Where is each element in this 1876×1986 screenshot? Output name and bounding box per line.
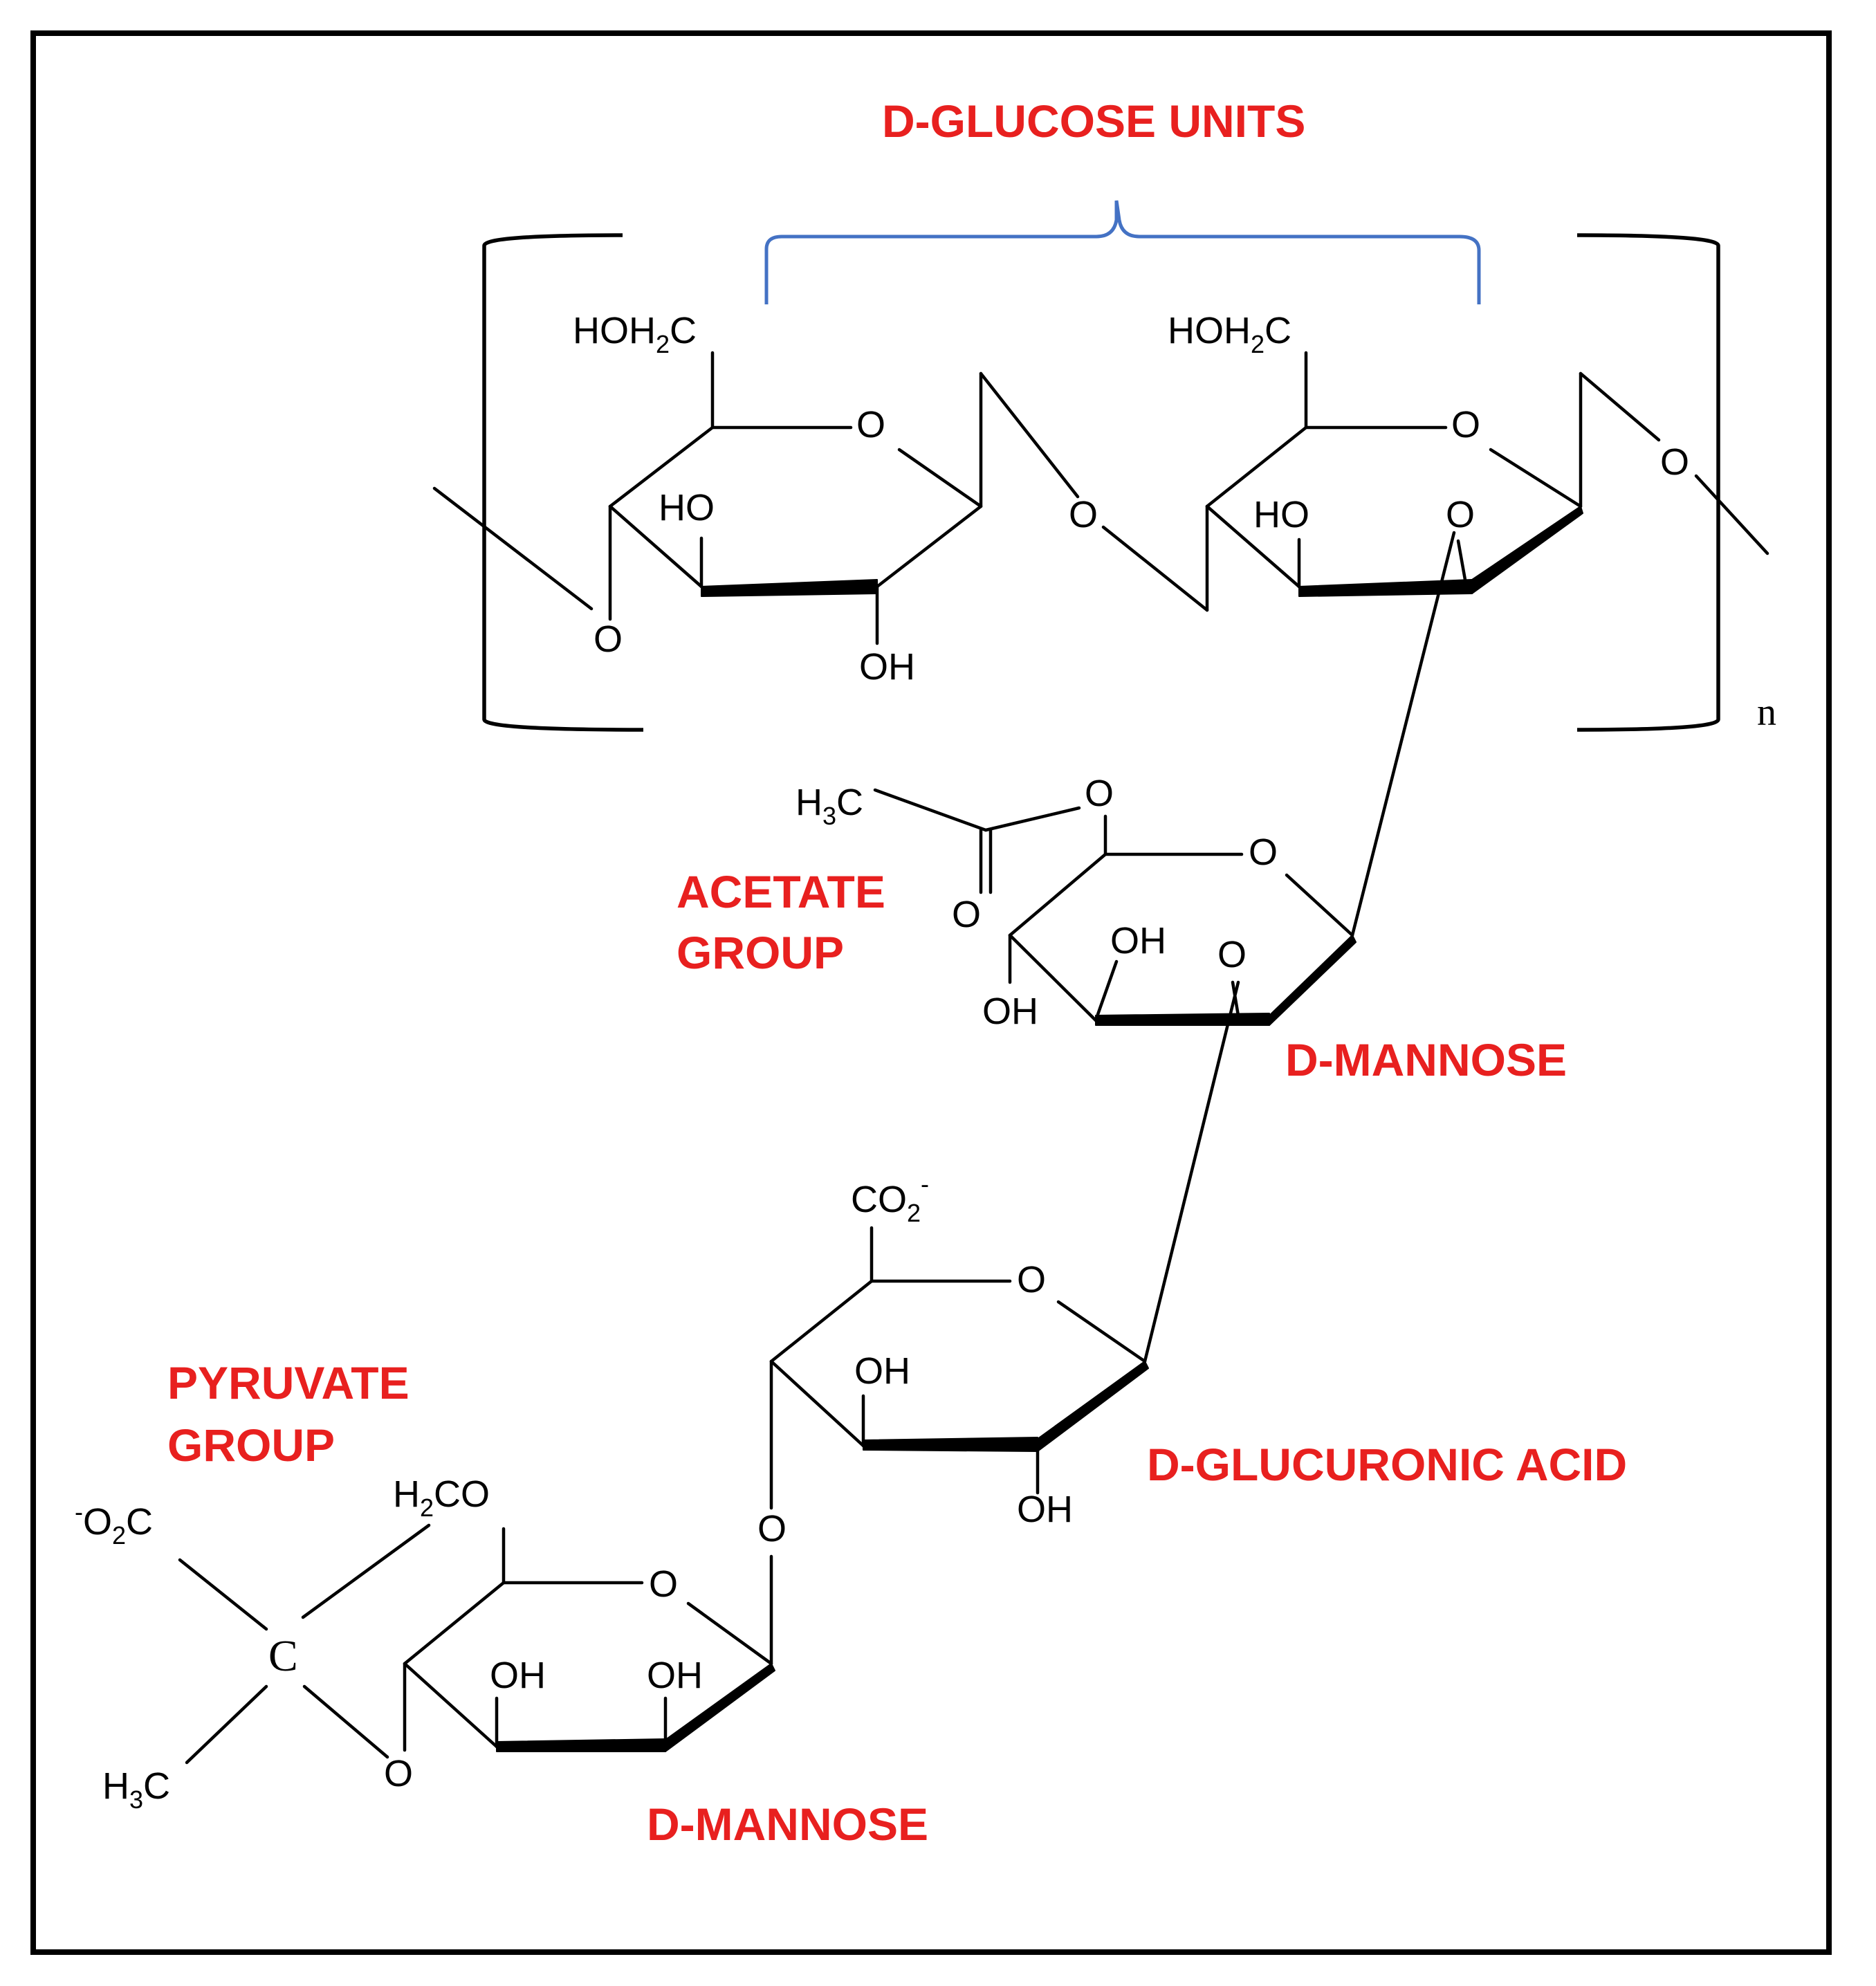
label-pyruvate-line1: PYRUVATE xyxy=(167,1357,410,1408)
atom-ho-glucose-1: HO xyxy=(659,487,715,528)
atom-oh-glucose-1: OH xyxy=(859,646,915,688)
atom-o-ring-mannose-2: O xyxy=(649,1563,678,1605)
branch-bond-mannose-glucuronic xyxy=(1143,980,1240,1363)
figure-border xyxy=(30,30,1832,1955)
atom-o-glycosidic-glucuronic: O xyxy=(757,1508,787,1550)
atom-o-glycosidic-1: O xyxy=(1069,494,1098,535)
mannose-ring-2 xyxy=(178,1523,775,1765)
atom-o-carbonyl: O xyxy=(952,894,981,935)
glucose-ring-2 xyxy=(1101,351,1769,612)
atom-o-mannose-1-branch: O xyxy=(1217,934,1247,975)
atom-oh-mannose-2-a: OH xyxy=(490,1655,546,1696)
atom-hoh2c-2: HOH2C xyxy=(1168,310,1291,358)
repeat-index-n: n xyxy=(1757,691,1776,734)
label-acetate-line1: ACETATE xyxy=(677,866,885,917)
atom-oh-mannose-1-a: OH xyxy=(1110,920,1166,962)
atom-carboxylate: -O2C xyxy=(75,1498,153,1550)
label-d-mannose-1: D-MANNOSE xyxy=(1285,1034,1567,1085)
atom-c-quaternary: C xyxy=(268,1631,298,1680)
atom-o-branch-glucose-2: O xyxy=(1446,494,1475,535)
atom-oh-mannose-1-b: OH xyxy=(982,991,1038,1032)
glucose-units-brace xyxy=(764,200,1481,304)
atom-o-ring-glucose-1: O xyxy=(856,404,885,445)
atom-h3c-acetate: H3C xyxy=(796,782,863,830)
atom-o-ring-glucuronic: O xyxy=(1017,1259,1046,1300)
atom-labels: HOH2C O HO OH O O HOH2C O HO O O H3C O O… xyxy=(75,310,1689,1814)
label-pyruvate-line2: GROUP xyxy=(167,1419,335,1471)
component-labels: D-GLUCOSE UNITS ACETATE GROUP D-MANNOSE … xyxy=(167,95,1627,1850)
label-d-mannose-2: D-MANNOSE xyxy=(647,1799,928,1850)
atom-hoh2c-1: HOH2C xyxy=(573,310,697,358)
atom-o-link-left: O xyxy=(594,618,623,660)
atom-o-ring-mannose-1: O xyxy=(1249,831,1278,873)
glucose-ring-1 xyxy=(432,351,1080,645)
glucuronic-acid-ring xyxy=(769,1226,1149,1510)
repeat-bracket-left xyxy=(482,233,644,732)
atom-h2co: H2CO xyxy=(393,1473,490,1522)
label-d-glucose-units: D-GLUCOSE UNITS xyxy=(882,95,1305,147)
atom-o-mannose-2-ketal: O xyxy=(384,1753,413,1794)
atom-ho-glucose-2: HO xyxy=(1253,494,1309,535)
atom-co2-minus: CO2- xyxy=(851,1170,929,1227)
mannose-ring-1 xyxy=(873,788,1357,1026)
atom-oh-mannose-2-b: OH xyxy=(647,1655,703,1696)
atom-oh-glucuronic-b: OH xyxy=(1017,1489,1073,1530)
label-acetate-line2: GROUP xyxy=(677,927,844,978)
label-d-glucuronic-acid: D-GLUCURONIC ACID xyxy=(1147,1439,1627,1490)
atom-o-ring-glucose-2: O xyxy=(1451,404,1480,445)
atom-o-link-right: O xyxy=(1660,441,1689,483)
branch-bond-glucose-mannose xyxy=(1350,531,1456,937)
atom-oh-glucuronic-a: OH xyxy=(854,1350,910,1392)
repeat-bracket-right xyxy=(1576,233,1720,732)
atom-o-ester: O xyxy=(1085,773,1114,814)
atom-h3c-pyruvate: H3C xyxy=(102,1765,170,1814)
